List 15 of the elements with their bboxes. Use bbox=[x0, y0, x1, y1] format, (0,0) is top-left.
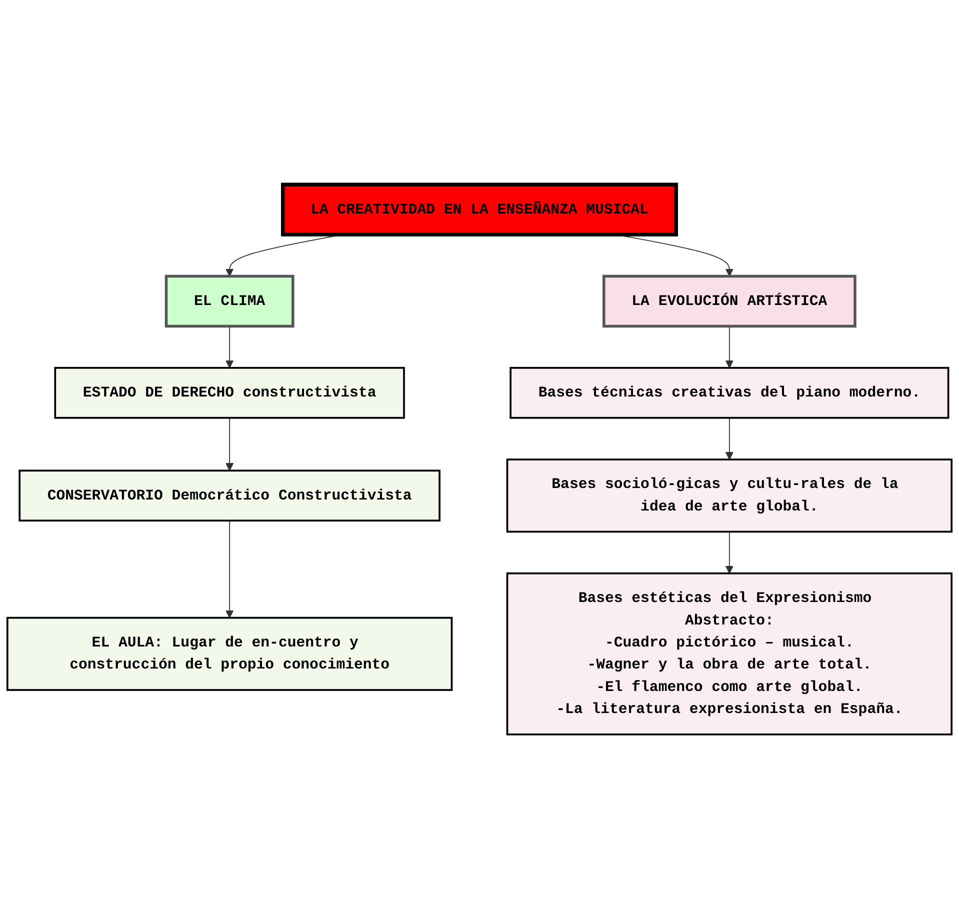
arrow bbox=[226, 417, 234, 471]
node-box: Bases estéticas del Expresionismo Abstracto: -Cuadro pictórico – musical. -Wagner y la obra de arte total. -El flamenco como arte global. -La literatura expresionista en España. bbox=[506, 572, 953, 736]
node-box: LA EVOLUCIÓN ARTÍSTICA bbox=[602, 274, 856, 328]
node-box: LA CREATIVIDAD EN LA ENSEÑANZA MUSICAL bbox=[281, 182, 678, 236]
node-box: EL AULA: Lugar de en-cuentro y construcción del propio conocimiento bbox=[6, 616, 453, 691]
arrow bbox=[226, 520, 234, 618]
node-box: CONSERVATORIO Democrático Constructivista bbox=[18, 470, 440, 522]
node-box: Bases técnicas creativas del piano moderno. bbox=[510, 366, 950, 419]
arrow bbox=[725, 531, 734, 574]
arrow bbox=[725, 417, 734, 460]
node-box: ESTADO DE DERECHO constructivista bbox=[54, 366, 405, 419]
node-box: Bases socioló-gicas y cultu-rales de la idea de arte global. bbox=[506, 458, 953, 533]
node-box: EL CLIMA bbox=[164, 274, 294, 328]
arrow bbox=[226, 326, 234, 368]
arrow bbox=[725, 326, 734, 368]
